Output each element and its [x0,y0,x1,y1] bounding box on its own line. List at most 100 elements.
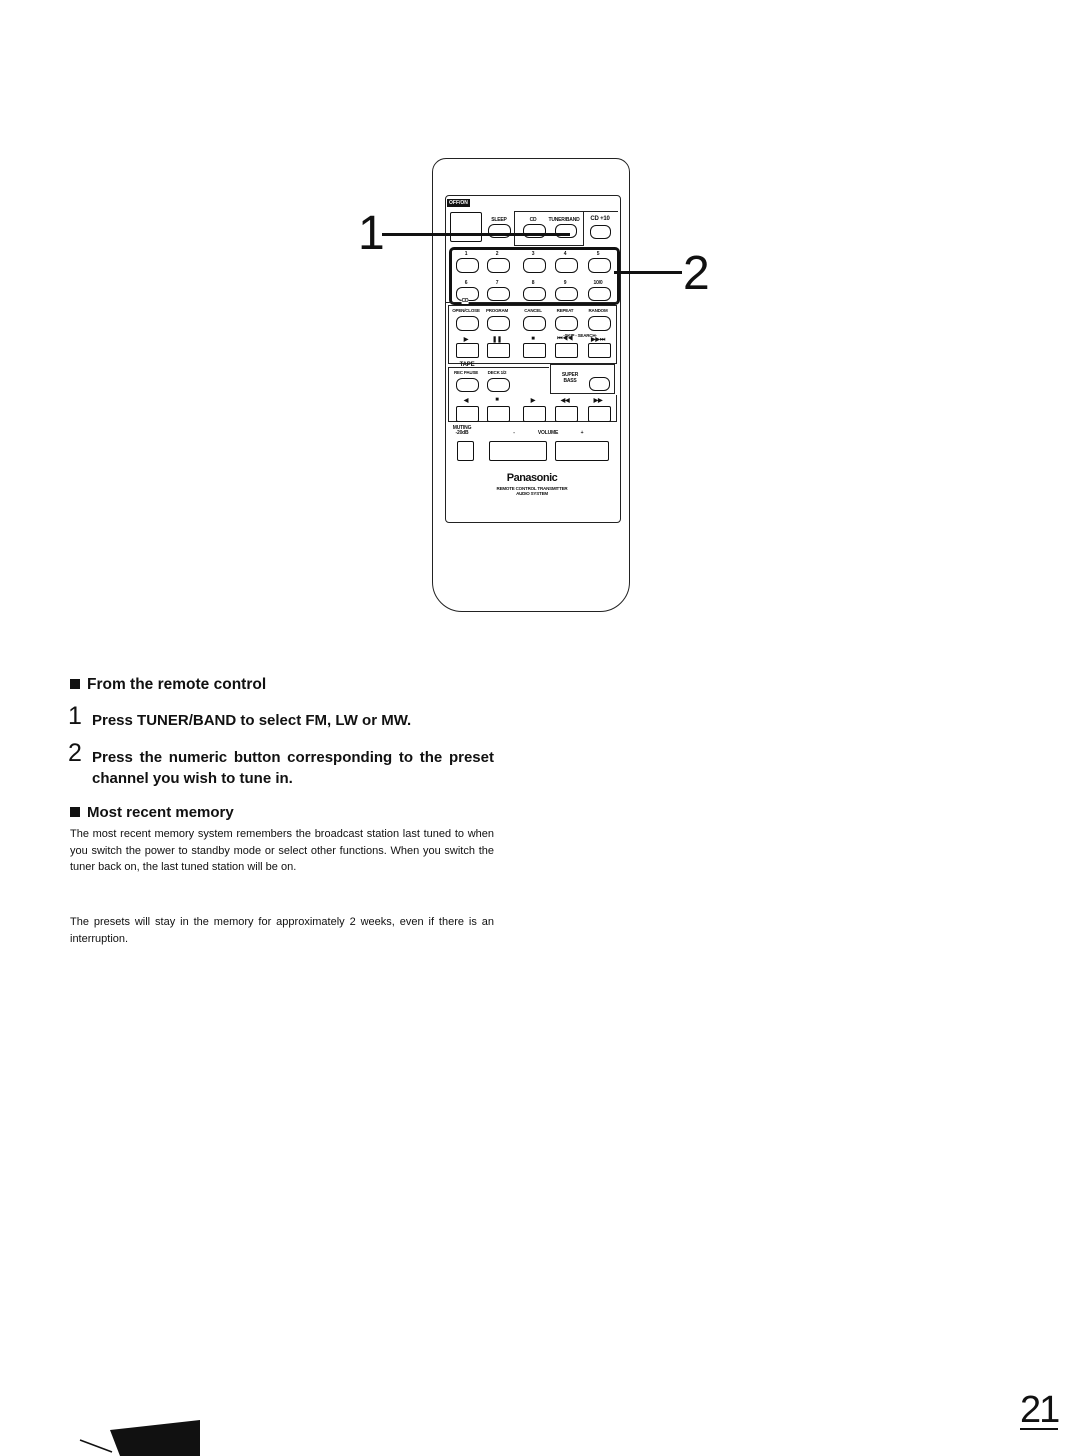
numeric-key-label: 10/0 [593,280,603,286]
super-bass-label: SUPER BASS [561,372,579,384]
cd-transport-label: ▶▶⏭ [590,337,606,343]
callout-1-line [382,233,570,236]
cd-label: CD [529,217,537,223]
numeric-key-button [522,287,546,301]
remote-subtitle-1: REMOTE CONTROL TRANSMITTER [496,486,568,491]
cd-control-label: OPEN/CLOSE [452,308,480,313]
brand-logo: Panasonic [506,472,558,484]
cd-transport-button [522,343,546,358]
section-title: From the remote control [87,676,267,693]
divider [446,302,618,303]
skip-search-label: -SKIP - SEARCH- [563,333,597,338]
volume-label: VOLUME [537,430,559,436]
numeric-key-label: 8 [531,280,535,286]
numeric-key-label: 4 [563,251,567,257]
page-number: 21 [1020,1389,1060,1431]
numeric-key-button [486,287,510,301]
volume-down-button [489,441,547,461]
cd-transport-label: ▶ [463,337,469,343]
cd-transport-label: ⏮◀◀ [557,336,573,342]
super-bass-group [550,364,615,394]
cd-control-label: RANDOM [588,308,608,313]
tape-transport-label: ◀ [463,398,469,404]
numeric-key-button [587,258,611,273]
muting-button [457,441,474,461]
numeric-key-label: 5 [596,251,600,257]
callout-2-line [614,271,682,274]
square-bullet-icon [70,807,80,817]
numeric-key-button [587,287,611,301]
step-number: 2 [68,739,82,767]
numeric-key-button [522,258,546,273]
volume-up-button [555,441,609,461]
numeric-key-label: 9 [563,280,567,286]
cd-plus10-button [590,225,611,239]
remote-body [432,158,630,612]
cd-control-label: PROGRAM [485,308,509,313]
tape-transport-button [522,406,546,422]
cd-control-label: CANCEL [524,308,542,313]
numeric-key-label: 3 [531,251,535,257]
tape-control-label: REC PAUSE [453,370,479,375]
cd-controls-group [448,305,617,364]
tuner-band-label: TUNER/BAND [548,217,580,223]
group-divider [584,211,618,245]
presets-note: The presets will stay in the memory for … [70,916,494,945]
callout-2: 2 [683,247,710,300]
cd-transport-button [554,343,578,358]
numeric-key-label: 2 [495,251,499,257]
numeric-keys-group [449,247,620,305]
cd-transport-button [587,343,611,358]
remote-panel [445,195,621,523]
memory-title: Most recent memory [87,804,234,821]
tape-section-label: TAPE [459,362,475,368]
off-on-button [450,212,482,242]
cd-transport-button [455,343,479,358]
step-2: 2 Press the numeric button corresponding… [68,741,494,789]
cd-control-button [554,316,578,331]
tape-transport-button [554,406,578,422]
step-1: 1 Press TUNER/BAND to select FM, LW or M… [68,704,494,731]
tape-control-button [455,378,479,392]
section-heading: From the remote control [70,676,266,694]
super-bass-button [589,377,610,391]
cd-control-button [587,316,611,331]
cd-tuner-group [514,211,584,246]
callout-1: 1 [358,207,385,260]
off-on-label: OFF/ON [447,199,470,207]
step-text: Press the numeric button corresponding t… [92,749,494,787]
numeric-key-button [486,258,510,273]
numeric-key-button [554,258,578,273]
tape-group [448,367,549,396]
remote-subtitle-2: AUDIO SYSTEM [516,491,548,496]
cd-control-button [455,316,479,331]
numeric-key-label: 7 [495,280,499,286]
cd-plus10-label: CD +10 [590,216,610,222]
muting-label: MUTING -20dB [452,425,472,436]
step-text: Press TUNER/BAND to select FM, LW or MW. [92,712,412,729]
tape-transport-button [455,406,479,422]
tape-control-label: DECK 1/2 [487,370,507,375]
cd-control-label: REPEAT [556,308,574,313]
tape-transport-button [587,406,611,422]
cd-control-button [522,316,546,331]
numeric-key-label: 6 [464,280,468,286]
tape-transport-label: ◀◀ [560,398,570,404]
memory-heading: Most recent memory [70,804,234,821]
numeric-key-button [554,287,578,301]
numeric-key-label: 1 [464,251,468,257]
numeric-key-button [455,258,479,273]
tape-transport-button [486,406,510,422]
volume-plus-label: + [580,430,584,436]
square-bullet-icon [70,679,80,689]
cd-control-button [486,316,510,331]
sleep-label: SLEEP [491,217,507,223]
scan-artifact [79,1420,200,1456]
cd-transport-label: ■ [531,336,535,342]
tape-transport-label: ▶ [530,398,536,404]
cd-transport-label: ❚❚ [492,337,502,343]
step-number: 1 [68,702,82,730]
tape-control-button [486,378,510,392]
memory-body: The most recent memory system remembers … [70,828,494,873]
volume-minus-label: - [513,430,515,436]
